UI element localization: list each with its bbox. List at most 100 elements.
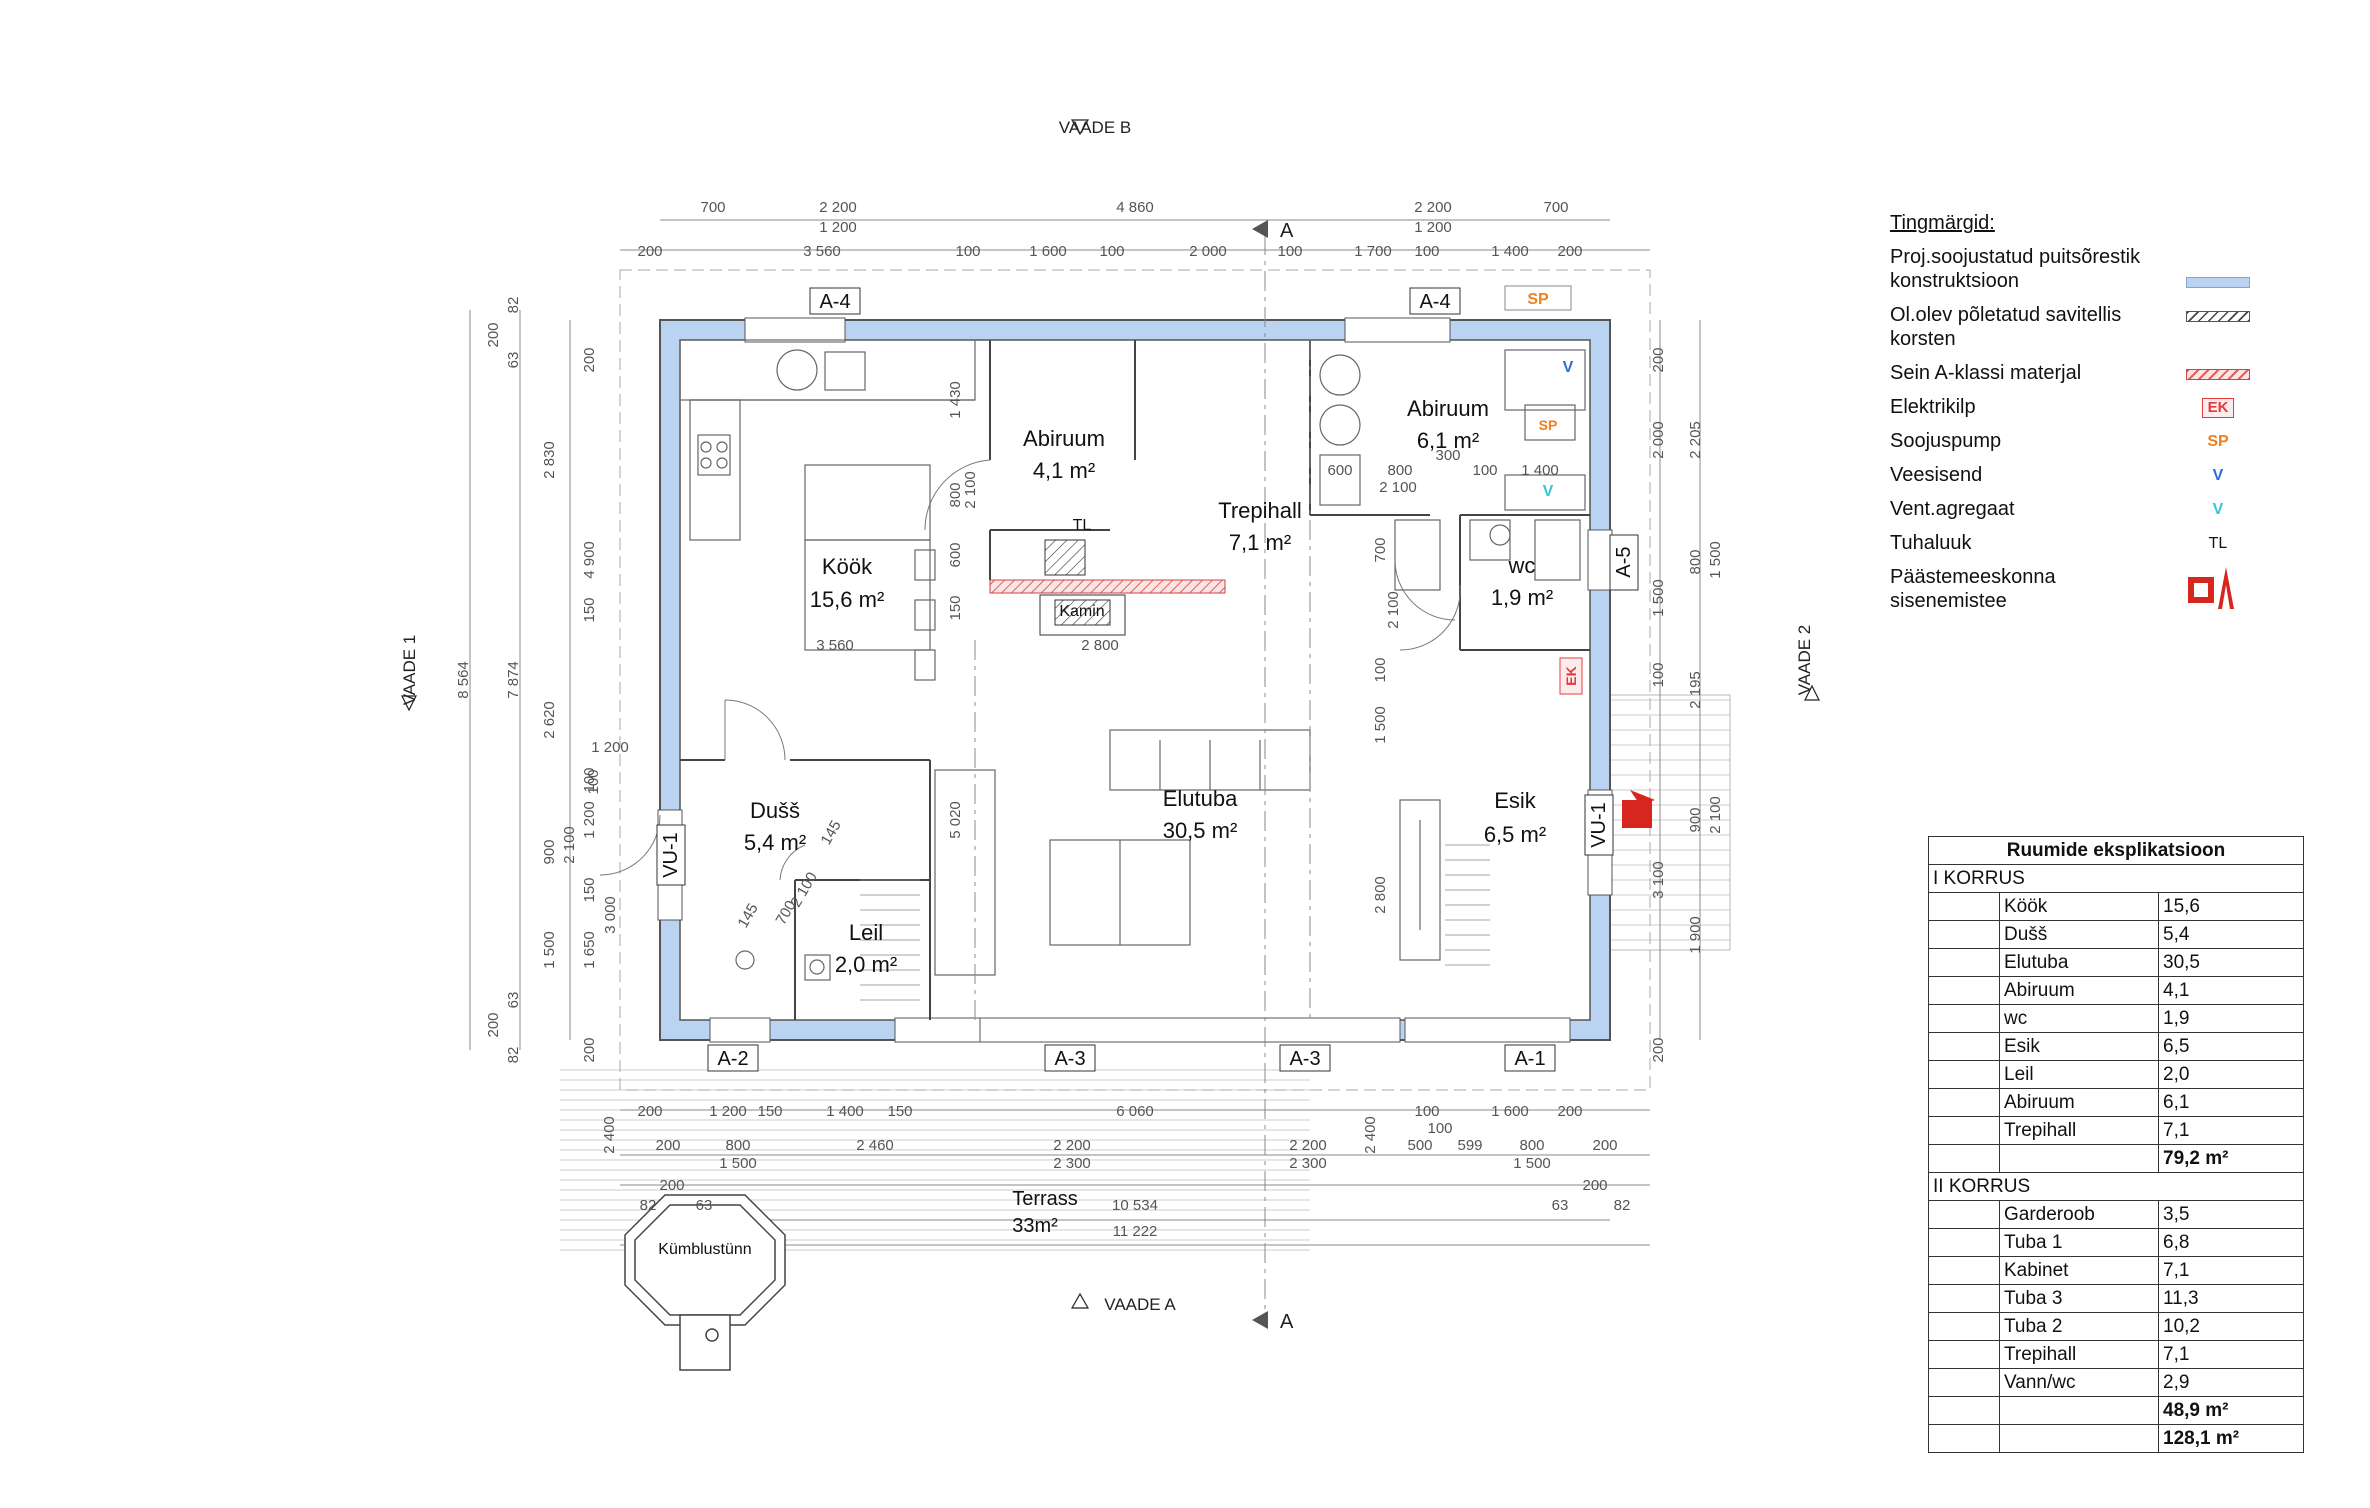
- dim-right-6: 1 500: [1707, 541, 1724, 579]
- water-v-label: V: [1563, 359, 1574, 376]
- dim-in-9: 1 200: [591, 739, 629, 756]
- dim-top-15: 1 700: [1354, 243, 1392, 260]
- dim-bot-9: 200: [1557, 1103, 1582, 1120]
- dim-bot-29: 82: [1614, 1197, 1631, 1214]
- room-wc-name: wc: [1508, 553, 1536, 578]
- dim-in-3: 800: [947, 482, 964, 507]
- legend-label: Soojuspump: [1890, 430, 2002, 452]
- dim-in-25: 2 800: [1372, 876, 1389, 914]
- view-b-label: VAADE B: [1059, 118, 1131, 137]
- section-arrows: [1252, 220, 1268, 1329]
- legend-label: Tuhaluuk: [1890, 532, 1972, 554]
- room-leil-area: 2,0 m²: [835, 952, 897, 977]
- dim-bot-16: 599: [1457, 1137, 1482, 1154]
- dim-top-6: 1 200: [819, 219, 857, 236]
- insulation-swatch-icon: [2186, 271, 2250, 293]
- dim-bot-18: 200: [1592, 1137, 1617, 1154]
- legend-item-chimney: Ol.olev põletatud savitellis korsten: [1890, 303, 2250, 351]
- tag-a5: A-5: [1613, 546, 1635, 577]
- room-trepihall-area: 7,1 m²: [1229, 530, 1291, 555]
- tag-vu1-left: VU-1: [660, 832, 682, 878]
- dim-bot-27: 10 534: [1112, 1197, 1158, 1214]
- dim-in-27: 2 400: [1362, 1116, 1379, 1154]
- dim-right-9: 900: [1687, 807, 1704, 832]
- room-kook-name: Köök: [822, 554, 873, 579]
- dim-bot-11: 800: [725, 1137, 750, 1154]
- dim-in-8: 5 020: [947, 801, 964, 839]
- dim-top-9: 3 560: [803, 243, 841, 260]
- dim-in-5: 150: [947, 595, 964, 620]
- legend: Tingmärgid: Proj.soojustatud puitsõresti…: [1890, 212, 2250, 623]
- legend-title: Tingmärgid:: [1890, 212, 1995, 234]
- tag-a2: A-2: [717, 1048, 748, 1070]
- dim-bot-7: 100: [1414, 1103, 1439, 1120]
- dimension-lines: [469, 219, 1701, 1246]
- dim-right-1: 200: [1650, 347, 1667, 372]
- fire-brigade-entry-icon: [1622, 790, 1655, 828]
- dim-left-17: 100: [581, 767, 598, 792]
- room-elutuba-area: 30,5 m²: [1163, 818, 1238, 843]
- dim-right-3: 2 205: [1687, 421, 1704, 459]
- dim-in-18: 1 400: [1521, 462, 1559, 479]
- tag-a1: A-1: [1514, 1048, 1545, 1070]
- view-a-label: VAADE A: [1104, 1295, 1176, 1314]
- legend-label: Päästemeeskonna sisenemistee: [1890, 566, 2056, 612]
- dim-left-5: 150: [581, 597, 598, 622]
- dim-bot-12: 2 460: [856, 1137, 894, 1154]
- dim-top-5: 700: [1543, 199, 1568, 216]
- fireplace: [989, 539, 1226, 636]
- dim-in-21: 700: [1372, 537, 1389, 562]
- legend-item-insulation: Proj.soojustatud puitsõrestik konstrukts…: [1890, 245, 2250, 293]
- dim-in-19: 2 100: [1379, 479, 1417, 496]
- dim-left-13: 200: [485, 1012, 502, 1037]
- water-v-icon: V: [2212, 467, 2224, 484]
- view-markers: [401, 119, 1820, 1309]
- dim-in-23: 100: [1372, 657, 1389, 682]
- legend-label: Sein A-klassi materjal: [1890, 362, 2082, 384]
- roof-outline: [619, 269, 1651, 1091]
- room-abiruum1-area: 4,1 m²: [1033, 458, 1095, 483]
- dim-bot-8: 1 600: [1491, 1103, 1529, 1120]
- tag-a4-right: A-4: [1419, 291, 1450, 313]
- dim-in-20: 300: [1435, 447, 1460, 464]
- dim-left-6: 2 620: [541, 701, 558, 739]
- dim-in-15: 600: [1327, 462, 1352, 479]
- dim-right-8: 100: [1650, 662, 1667, 687]
- room-esik-name: Esik: [1494, 788, 1537, 813]
- dim-left-7: 900: [541, 839, 558, 864]
- legend-label: Ol.olev põletatud savitellis korsten: [1890, 304, 2122, 350]
- floor2-label: II KORRUS: [1928, 1172, 2304, 1201]
- dim-left-1: 8 564: [455, 661, 472, 699]
- dim-top-11: 1 600: [1029, 243, 1067, 260]
- dim-in-1: 1 430: [947, 381, 964, 419]
- tag-a3-right: A-3: [1289, 1048, 1320, 1070]
- dim-in-4: 600: [947, 542, 964, 567]
- dim-bot-17: 800: [1519, 1137, 1544, 1154]
- legend-label: Veesisend: [1890, 464, 1983, 486]
- wall-swatch-icon: [2186, 363, 2250, 385]
- dim-bot-30: 11 222: [1113, 1223, 1158, 1240]
- dim-left-9: 1 500: [541, 931, 558, 969]
- view-1-label: VAADE 1: [400, 635, 419, 706]
- dim-bot-2: 1 200: [709, 1103, 747, 1120]
- dim-top-3: 4 860: [1116, 199, 1154, 216]
- dim-in-7: 2 800: [1081, 637, 1119, 654]
- hot-tub-label: Kümblustünn: [658, 1241, 751, 1258]
- dim-bot-14: 2 200: [1289, 1137, 1327, 1154]
- fire-brigade-entry-icon: [2186, 565, 2250, 611]
- dim-bot-4: 1 400: [826, 1103, 864, 1120]
- dim-left-3: 2 830: [541, 441, 558, 479]
- chimney-swatch-icon: [2186, 305, 2250, 327]
- floor1-total-row: 79,2 m²: [1928, 1144, 2304, 1173]
- dim-top-18: 200: [1557, 243, 1582, 260]
- legend-item-vent: Vent.agregaat V: [1890, 497, 2250, 521]
- legend-item-ek: Elektrikilp EK: [1890, 395, 2250, 419]
- dim-left-10: 200: [485, 322, 502, 347]
